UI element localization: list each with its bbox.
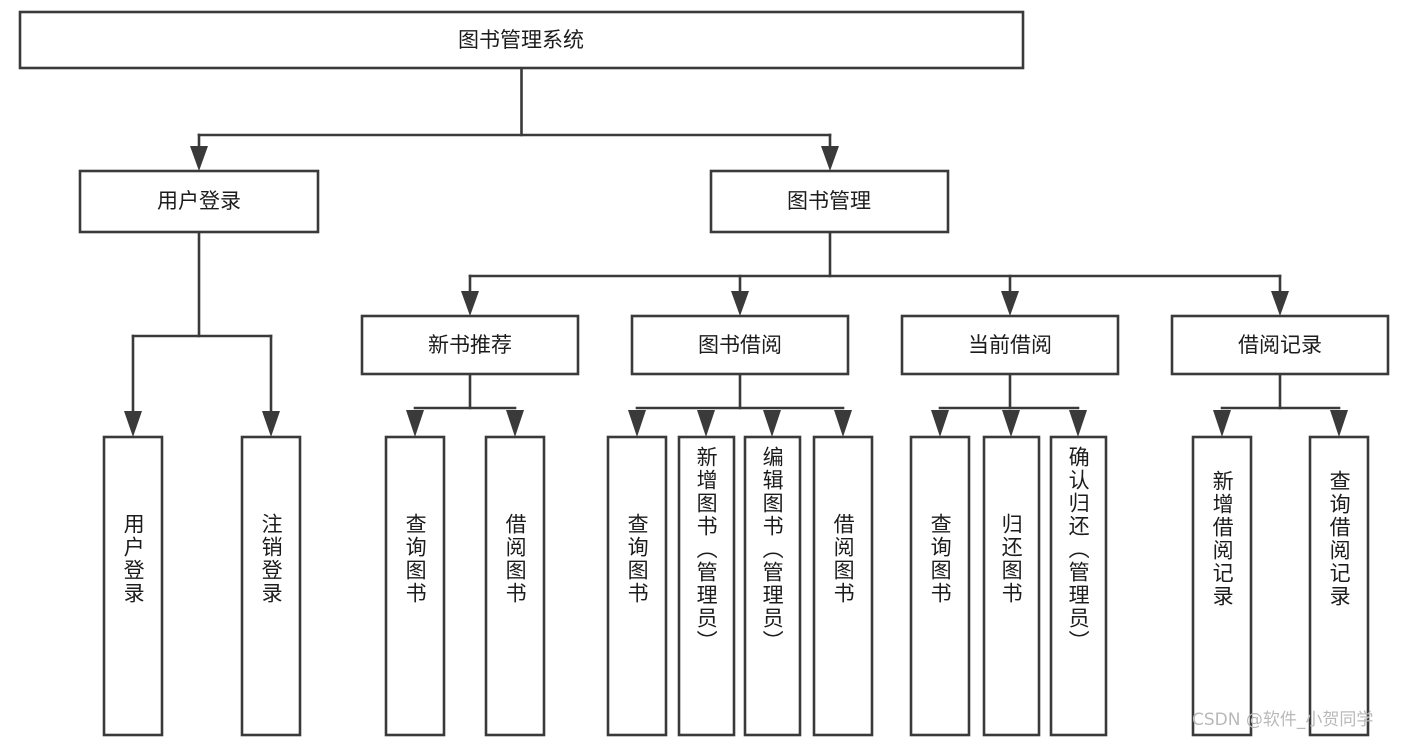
node-book-borrow-box[interactable] <box>630 314 850 376</box>
node-root-box[interactable] <box>18 10 1025 70</box>
node-book-management[interactable]: 图书管理 <box>709 169 950 234</box>
node-leaf-borrow-book-rec-label: 借阅图书 <box>503 513 528 605</box>
node-current-borrow[interactable]: 当前借阅 <box>900 314 1120 376</box>
connector-group-borrow-record <box>1213 372 1348 437</box>
connector-group-root <box>190 66 839 171</box>
node-leaf-confirm-return-admin-box[interactable] <box>1049 435 1108 737</box>
node-new-book-recommend-label: 新书推荐 <box>428 333 512 357</box>
node-borrow-record[interactable]: 借阅记录 <box>1170 314 1390 376</box>
connector-group-current-borrow <box>931 372 1087 437</box>
arrow-head-leaf-query-book-current <box>931 410 949 437</box>
node-leaf-borrow-book-rec-box[interactable] <box>484 435 546 737</box>
node-new-book-recommend-box[interactable] <box>360 314 580 376</box>
node-leaf-query-book-current-label: 查询图书 <box>928 513 953 605</box>
node-leaf-return-book-label: 归还图书 <box>999 513 1024 605</box>
node-root[interactable]: 图书管理系统 <box>18 10 1025 70</box>
csdn-watermark: CSDN @软件_小贺同学 <box>1192 710 1374 730</box>
node-leaf-borrow-book-borrow-label: 借阅图书 <box>831 513 856 605</box>
arrow-head-leaf-user-logout <box>262 411 280 437</box>
arrow-head-leaf-query-borrow-record <box>1330 410 1348 437</box>
node-leaf-add-book-admin-label: 新增图书（管理员） <box>694 446 719 653</box>
node-borrow-record-box[interactable] <box>1170 314 1390 376</box>
node-book-borrow-label: 图书借阅 <box>698 333 782 357</box>
node-leaf-add-book-admin-box[interactable] <box>677 435 736 737</box>
node-leaf-user-login-box[interactable] <box>102 435 164 737</box>
node-root-label: 图书管理系统 <box>458 28 584 52</box>
connector-group-new-book-recommend <box>406 372 524 437</box>
node-user-login[interactable]: 用户登录 <box>78 169 320 234</box>
arrow-head-leaf-query-book-rec <box>406 410 424 437</box>
node-leaf-user-logout-box[interactable] <box>240 435 302 737</box>
node-leaf-query-borrow-record-label: 查询借阅记录 <box>1327 470 1352 608</box>
node-book-management-label: 图书管理 <box>787 189 871 213</box>
node-leaf-confirm-return-admin-label: 确认归还（管理员） <box>1066 446 1091 653</box>
node-book-borrow[interactable]: 图书借阅 <box>630 314 850 376</box>
node-current-borrow-box[interactable] <box>900 314 1120 376</box>
arrow-head-leaf-query-book-borrow <box>628 410 646 437</box>
arrow-head-new-book-recommend <box>461 291 479 316</box>
node-borrow-record-label: 借阅记录 <box>1238 333 1322 357</box>
arrow-head-book-management <box>821 146 839 171</box>
node-current-borrow-label: 当前借阅 <box>968 333 1052 357</box>
node-leaf-user-login-label: 用户登录 <box>121 513 146 605</box>
node-leaf-query-book-rec-label: 查询图书 <box>403 513 428 605</box>
arrow-head-leaf-return-book <box>1002 410 1020 437</box>
node-leaf-query-book-borrow-box[interactable] <box>606 435 668 737</box>
node-leaf-edit-book-admin-label: 编辑图书（管理员） <box>760 446 785 653</box>
node-leaf-return-book-box[interactable] <box>982 435 1041 737</box>
node-new-book-recommend[interactable]: 新书推荐 <box>360 314 580 376</box>
node-leaf-add-borrow-record-box[interactable] <box>1191 435 1253 737</box>
node-leaf-query-book-current-box[interactable] <box>909 435 971 737</box>
node-leaf-query-borrow-record-box[interactable] <box>1308 435 1370 737</box>
arrow-head-book-borrow <box>731 291 749 316</box>
arrow-head-borrow-record <box>1271 291 1289 316</box>
arrow-head-leaf-confirm-return-admin <box>1069 410 1087 437</box>
arrow-head-leaf-borrow-book-rec <box>506 410 524 437</box>
connector-group-book-borrow <box>628 372 852 437</box>
node-leaf-user-logout-label: 注销登录 <box>259 513 284 605</box>
node-user-login-box[interactable] <box>78 169 320 234</box>
connector-group-user-login <box>124 230 280 437</box>
node-user-login-label: 用户登录 <box>157 189 241 213</box>
arrow-head-leaf-add-borrow-record <box>1213 410 1231 437</box>
arrow-head-leaf-borrow-book-borrow <box>834 410 852 437</box>
arrow-head-leaf-edit-book-admin <box>763 410 781 437</box>
arrow-head-current-borrow <box>1001 291 1019 316</box>
node-leaf-add-borrow-record-label: 新增借阅记录 <box>1210 470 1235 608</box>
arrow-head-leaf-user-login <box>124 411 142 437</box>
arrow-head-leaf-add-book-admin <box>697 410 715 437</box>
node-leaf-edit-book-admin-box[interactable] <box>743 435 802 737</box>
node-leaf-query-book-rec-box[interactable] <box>384 435 446 737</box>
node-book-management-box[interactable] <box>709 169 950 234</box>
connector-group-book-management <box>461 230 1289 316</box>
node-leaf-borrow-book-borrow-box[interactable] <box>812 435 874 737</box>
node-leaf-query-book-borrow-label: 查询图书 <box>625 513 650 605</box>
arrow-head-user-login <box>190 146 208 171</box>
